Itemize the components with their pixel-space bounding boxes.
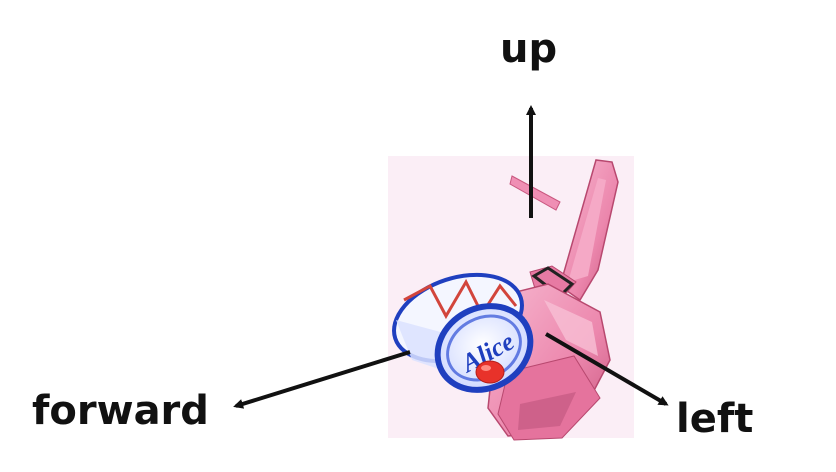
- red-ball: [475, 360, 505, 384]
- forward-arrow: [233, 350, 411, 409]
- robot-back-panel-inner: [568, 178, 606, 282]
- axis-arrows: [233, 105, 669, 409]
- up-label: up: [500, 26, 557, 72]
- robot-highlight: [544, 300, 598, 356]
- red-ball-highlight: [481, 365, 491, 371]
- left-label: left: [676, 396, 753, 442]
- drum-lacing: [403, 278, 518, 320]
- left-arrow: [544, 332, 669, 406]
- robot-shadow: [518, 392, 576, 430]
- drum: Alice: [392, 272, 534, 393]
- forward-label: forward: [32, 388, 209, 434]
- robot-rod: [509, 175, 561, 211]
